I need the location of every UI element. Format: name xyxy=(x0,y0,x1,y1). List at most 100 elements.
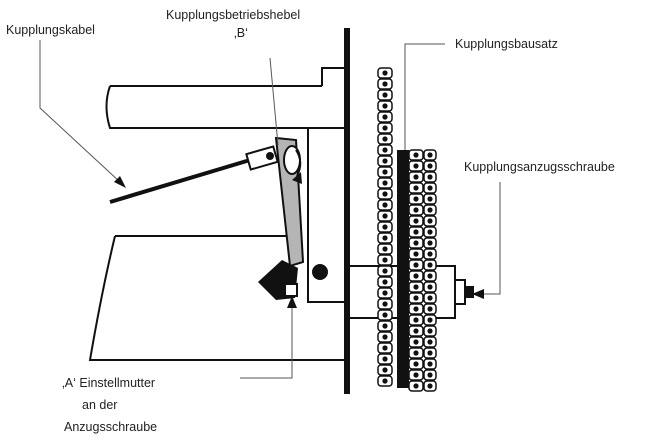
chain-roller xyxy=(427,273,433,279)
chain-roller xyxy=(382,367,388,373)
label-adjusting-nut-line2: an der xyxy=(82,398,118,412)
chain-roller xyxy=(413,163,419,169)
chain-roller xyxy=(427,350,433,356)
chain-roller xyxy=(413,284,419,290)
chain-roller xyxy=(427,262,433,268)
chain-roller xyxy=(382,169,388,175)
chain-roller xyxy=(382,301,388,307)
leader-operating-lever xyxy=(269,57,279,146)
label-adjusting-nut: ‚A‘ Einstellmutter xyxy=(62,376,156,390)
chain-roller xyxy=(382,147,388,153)
operating-lever xyxy=(274,136,305,268)
chain-roller xyxy=(427,372,433,378)
clutch-plate-dark xyxy=(397,150,409,388)
chain-roller xyxy=(382,158,388,164)
adjusting-nut-assembly xyxy=(258,260,328,300)
chain-roller xyxy=(382,334,388,340)
clutch-cable xyxy=(109,145,279,204)
label-operating-lever: Kupplungsbetriebshebel xyxy=(166,8,301,22)
chain-roller xyxy=(413,317,419,323)
chain-roller xyxy=(382,257,388,263)
leader-pull-screw xyxy=(482,182,501,295)
chain-roller xyxy=(382,378,388,384)
upper-frame-tube xyxy=(105,85,322,129)
chain-roller xyxy=(413,240,419,246)
chain-roller xyxy=(427,317,433,323)
label-adjusting-nut-line3: Anzugsschraube xyxy=(64,420,158,434)
chain-roller xyxy=(382,356,388,362)
chain-roller xyxy=(382,290,388,296)
engine-frame xyxy=(88,67,345,361)
chain-roller xyxy=(427,229,433,235)
label-clutch-assembly: Kupplungsbausatz xyxy=(455,37,558,51)
chain-roller xyxy=(413,207,419,213)
chain-roller xyxy=(427,163,433,169)
chain-roller xyxy=(382,70,388,76)
chain-roller xyxy=(413,229,419,235)
sprocket-chain-left xyxy=(377,67,393,387)
leader-adjusting-nut xyxy=(240,298,293,379)
chain-roller xyxy=(427,196,433,202)
chain-roller xyxy=(382,345,388,351)
chain-roller xyxy=(413,273,419,279)
chain-roller xyxy=(413,350,419,356)
chain-roller xyxy=(382,235,388,241)
chain-roller xyxy=(413,251,419,257)
sprocket-chain-right xyxy=(423,149,437,392)
chain-roller xyxy=(413,185,419,191)
chain-roller xyxy=(413,383,419,389)
chain-roller xyxy=(382,103,388,109)
chain-roller xyxy=(382,92,388,98)
chain-roller xyxy=(382,213,388,219)
chain-roller xyxy=(427,185,433,191)
chain-roller xyxy=(382,81,388,87)
chain-roller xyxy=(382,125,388,131)
chain-roller xyxy=(413,339,419,345)
label-clutch-cable: Kupplungskabel xyxy=(6,23,95,37)
chain-roller xyxy=(382,191,388,197)
chain-roller xyxy=(427,328,433,334)
leader-lines xyxy=(39,40,501,379)
chain-roller xyxy=(382,180,388,186)
chain-roller xyxy=(382,114,388,120)
lower-frame-housing xyxy=(88,235,345,361)
chain-roller xyxy=(427,383,433,389)
chain-roller xyxy=(413,306,419,312)
chain-roller xyxy=(382,224,388,230)
chain-roller xyxy=(427,306,433,312)
chain-roller xyxy=(427,284,433,290)
chain-roller xyxy=(427,251,433,257)
bracket-block xyxy=(300,67,345,303)
chain-roller xyxy=(382,268,388,274)
chain-roller xyxy=(382,279,388,285)
chain-roller xyxy=(382,202,388,208)
chain-roller xyxy=(413,174,419,180)
chain-roller xyxy=(413,196,419,202)
leader-clutch-assembly xyxy=(404,43,445,150)
chain-roller xyxy=(382,312,388,318)
chain-roller xyxy=(427,218,433,224)
chain-roller xyxy=(413,295,419,301)
chain-roller xyxy=(382,136,388,142)
chain-roller xyxy=(413,328,419,334)
chain-roller xyxy=(413,218,419,224)
chain-roller xyxy=(413,152,419,158)
chain-roller xyxy=(427,152,433,158)
sprocket-chain-mid xyxy=(408,149,424,392)
chain-roller xyxy=(413,372,419,378)
chain-roller xyxy=(427,174,433,180)
chain-roller xyxy=(382,323,388,329)
arrow-adjusting-nut xyxy=(287,296,297,308)
chain-roller xyxy=(427,295,433,301)
chain-roller xyxy=(427,361,433,367)
label-pull-screw: Kupplungsanzugsschraube xyxy=(464,160,615,174)
chain-roller xyxy=(382,246,388,252)
chain-roller xyxy=(413,361,419,367)
chain-roller xyxy=(427,207,433,213)
chain-roller xyxy=(413,262,419,268)
leader-clutch-cable xyxy=(39,40,121,183)
mounting-plate xyxy=(344,28,350,394)
arrow-pull-screw xyxy=(472,289,484,299)
arrow-clutch-cable xyxy=(114,176,126,188)
